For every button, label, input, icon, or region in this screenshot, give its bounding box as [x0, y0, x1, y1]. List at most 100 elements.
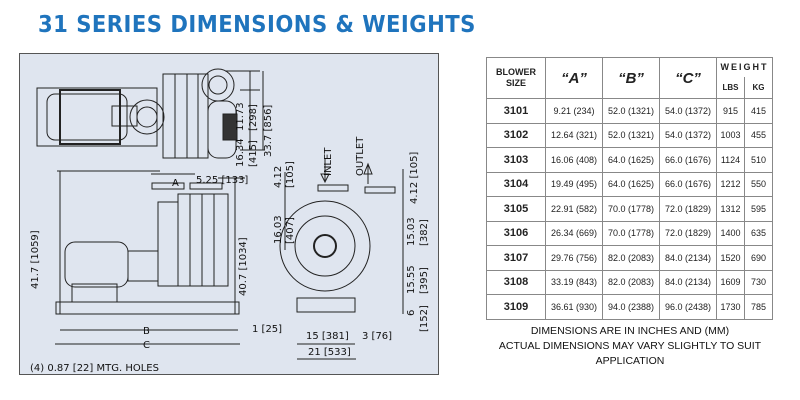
cell-kg: 510: [744, 147, 773, 173]
cell-a: 36.61 (930): [545, 294, 603, 320]
dim-label: 11.73: [235, 102, 246, 131]
cell-kg: 690: [744, 245, 773, 271]
cell-lbs: 1730: [716, 294, 745, 320]
dim-label: [415]: [248, 140, 259, 167]
cell-b: 70.0 (1778): [602, 196, 660, 222]
dim-label: 15.55: [406, 265, 417, 294]
note-units: DIMENSIONS ARE IN INCHES AND (MM): [530, 325, 730, 337]
cell-lbs: 1400: [716, 220, 745, 246]
cell-b: 52.0 (1321): [602, 98, 660, 124]
dim-label: [105]: [285, 161, 296, 188]
dim-label: 15 [381]: [306, 331, 349, 342]
dim-label: [395]: [419, 267, 430, 294]
dim-label: 4.12 [105]: [409, 152, 420, 204]
cell-kg: 785: [744, 294, 773, 320]
cell-kg: 595: [744, 196, 773, 222]
cell-c: 96.0 (2438): [659, 294, 717, 320]
header-kg: KG: [744, 76, 773, 99]
cell-lbs: 1312: [716, 196, 745, 222]
cell-b: 64.0 (1625): [602, 147, 660, 173]
dim-label: 33.7 [856]: [263, 105, 274, 157]
cell-a: 16.06 (408): [545, 147, 603, 173]
cell-a: 33.19 (843): [545, 269, 603, 295]
header-b: “B”: [602, 57, 660, 99]
cell-size: 3107: [486, 245, 546, 271]
cell-c: 72.0 (1829): [659, 220, 717, 246]
top-view: [36, 68, 265, 159]
cell-b: 94.0 (2388): [602, 294, 660, 320]
header-line: BLOWER: [496, 67, 536, 77]
header-c: “C”: [659, 57, 717, 99]
page-title: 31 SERIES DIMENSIONS & WEIGHTS: [38, 12, 476, 38]
cell-a: 19.49 (495): [545, 171, 603, 197]
cell-size: 3102: [486, 122, 546, 148]
dim-label: 16.03: [273, 215, 284, 244]
cell-c: 72.0 (1829): [659, 196, 717, 222]
dim-c-label: C: [143, 340, 150, 351]
cell-size: 3109: [486, 294, 546, 320]
cell-lbs: 1520: [716, 245, 745, 271]
cell-kg: 550: [744, 171, 773, 197]
note-variance: ACTUAL DIMENSIONS MAY VARY SLIGHTLY TO S…: [498, 340, 762, 367]
dimension-drawing: 11.73 [298] 16.34 [415] 33.7 [856] INLET…: [19, 53, 439, 375]
header-line: SIZE: [505, 78, 526, 88]
dim-label: 15.03: [406, 217, 417, 246]
cell-size: 3105: [486, 196, 546, 222]
dim-label: 4.12: [273, 166, 284, 188]
cell-c: 54.0 (1372): [659, 122, 717, 148]
cell-size: 3103: [486, 147, 546, 173]
cell-a: 12.64 (321): [545, 122, 603, 148]
dim-b-label: B: [143, 326, 150, 337]
header-weight: WEIGHT: [716, 56, 773, 77]
cell-size: 3106: [486, 220, 546, 246]
header-lbs: LBS: [716, 76, 745, 99]
cell-b: 52.0 (1321): [602, 122, 660, 148]
cell-lbs: 1609: [716, 269, 745, 295]
cell-lbs: 1124: [716, 147, 745, 173]
dim-label: 3 [76]: [362, 331, 392, 342]
notes: DIMENSIONS ARE IN INCHES AND (MM) ACTUAL…: [470, 324, 790, 369]
dim-label: [382]: [419, 219, 430, 246]
mounting-holes-label: (4) 0.87 [22] MTG. HOLES: [30, 363, 159, 374]
cell-a: 26.34 (669): [545, 220, 603, 246]
cell-a: 29.76 (756): [545, 245, 603, 271]
side-view: [55, 170, 245, 345]
cell-kg: 635: [744, 220, 773, 246]
cell-b: 64.0 (1625): [602, 171, 660, 197]
cell-kg: 455: [744, 122, 773, 148]
outlet-label: OUTLET: [355, 136, 366, 176]
dim-label: 40.7 [1034]: [238, 237, 249, 296]
dim-label: 1 [25]: [252, 324, 282, 335]
cell-b: 70.0 (1778): [602, 220, 660, 246]
cell-c: 54.0 (1372): [659, 98, 717, 124]
dim-label: 41.7 [1059]: [30, 230, 41, 289]
dim-label: 6: [406, 310, 417, 316]
cell-lbs: 915: [716, 98, 745, 124]
header-a: “A”: [545, 57, 603, 99]
cell-a: 22.91 (582): [545, 196, 603, 222]
front-view: [279, 159, 404, 360]
cell-a: 9.21 (234): [545, 98, 603, 124]
dim-label: [407]: [285, 217, 296, 244]
dim-label: [152]: [419, 305, 430, 332]
cell-c: 66.0 (1676): [659, 171, 717, 197]
cell-kg: 730: [744, 269, 773, 295]
cell-b: 82.0 (2083): [602, 269, 660, 295]
cell-c: 84.0 (2134): [659, 245, 717, 271]
dim-label: 16.34: [235, 138, 246, 167]
cell-size: 3104: [486, 171, 546, 197]
cell-lbs: 1003: [716, 122, 745, 148]
cell-c: 66.0 (1676): [659, 147, 717, 173]
inlet-label: INLET: [323, 147, 334, 176]
cell-size: 3101: [486, 98, 546, 124]
